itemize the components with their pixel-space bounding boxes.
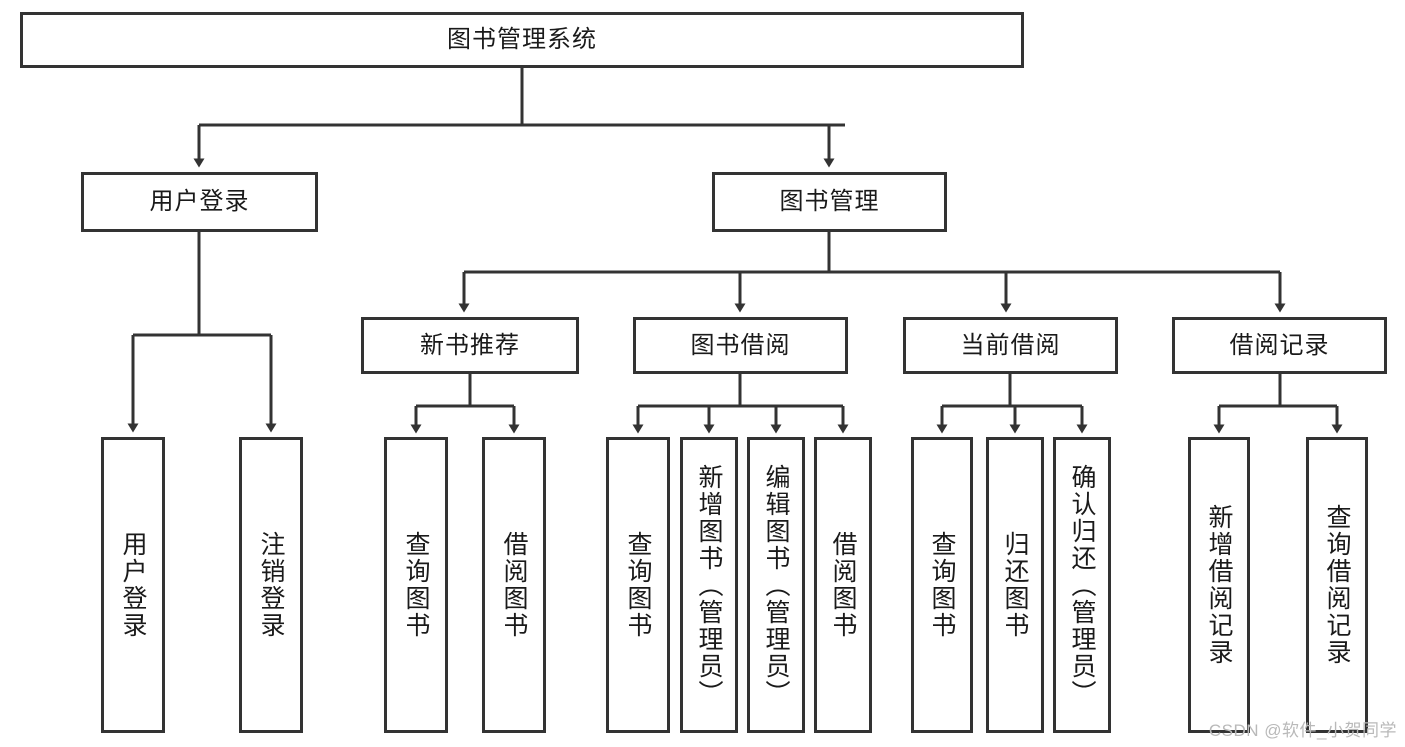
node-leaf-user-login-label: 用户登录 bbox=[119, 531, 147, 639]
watermark: CSDN @软件_小贺同学 bbox=[1208, 721, 1397, 740]
node-leaf-logout-label: 注销登录 bbox=[257, 531, 285, 639]
node-user-login[interactable]: 用户登录 bbox=[81, 172, 318, 232]
node-leaf-add-book[interactable]: 新增图书（管理员） bbox=[680, 437, 738, 733]
node-leaf-query-book-1-label: 查询图书 bbox=[402, 531, 430, 639]
node-leaf-query-book-1[interactable]: 查询图书 bbox=[384, 437, 448, 733]
node-leaf-borrow-book-2-label: 借阅图书 bbox=[829, 531, 857, 639]
node-book-manage-label: 图书管理 bbox=[779, 188, 880, 216]
node-leaf-query-book-3-label: 查询图书 bbox=[928, 531, 956, 639]
node-leaf-query-record[interactable]: 查询借阅记录 bbox=[1306, 437, 1368, 733]
node-leaf-query-book-2-label: 查询图书 bbox=[624, 531, 652, 639]
node-leaf-user-login[interactable]: 用户登录 bbox=[101, 437, 165, 733]
node-leaf-logout[interactable]: 注销登录 bbox=[239, 437, 303, 733]
node-book-borrow[interactable]: 图书借阅 bbox=[633, 317, 848, 374]
node-leaf-query-book-3[interactable]: 查询图书 bbox=[911, 437, 973, 733]
node-leaf-borrow-book-1[interactable]: 借阅图书 bbox=[482, 437, 546, 733]
node-root-label: 图书管理系统 bbox=[447, 26, 597, 54]
node-leaf-return-book[interactable]: 归还图书 bbox=[986, 437, 1044, 733]
node-leaf-confirm-return[interactable]: 确认归还（管理员） bbox=[1053, 437, 1111, 733]
node-new-book-rec-label: 新书推荐 bbox=[420, 331, 520, 359]
node-book-manage[interactable]: 图书管理 bbox=[712, 172, 947, 232]
node-leaf-confirm-return-label: 确认归还（管理员） bbox=[1068, 463, 1096, 707]
node-leaf-return-book-label: 归还图书 bbox=[1001, 531, 1029, 639]
node-leaf-edit-book-label: 编辑图书（管理员） bbox=[762, 463, 790, 707]
node-leaf-edit-book[interactable]: 编辑图书（管理员） bbox=[747, 437, 805, 733]
node-leaf-add-record[interactable]: 新增借阅记录 bbox=[1188, 437, 1250, 733]
node-leaf-borrow-book-2[interactable]: 借阅图书 bbox=[814, 437, 872, 733]
node-borrow-record[interactable]: 借阅记录 bbox=[1172, 317, 1387, 374]
node-borrow-record-label: 借阅记录 bbox=[1229, 331, 1330, 359]
node-root[interactable]: 图书管理系统 bbox=[20, 12, 1024, 68]
node-leaf-add-record-label: 新增借阅记录 bbox=[1205, 504, 1233, 666]
node-book-borrow-label: 图书借阅 bbox=[690, 331, 791, 359]
node-leaf-query-record-label: 查询借阅记录 bbox=[1323, 504, 1351, 666]
node-leaf-borrow-book-1-label: 借阅图书 bbox=[500, 531, 528, 639]
node-leaf-add-book-label: 新增图书（管理员） bbox=[695, 463, 723, 707]
node-user-login-label: 用户登录 bbox=[149, 188, 250, 216]
node-current-borrow-label: 当前借阅 bbox=[960, 331, 1061, 359]
node-new-book-rec[interactable]: 新书推荐 bbox=[361, 317, 579, 374]
node-leaf-query-book-2[interactable]: 查询图书 bbox=[606, 437, 670, 733]
node-current-borrow[interactable]: 当前借阅 bbox=[903, 317, 1118, 374]
